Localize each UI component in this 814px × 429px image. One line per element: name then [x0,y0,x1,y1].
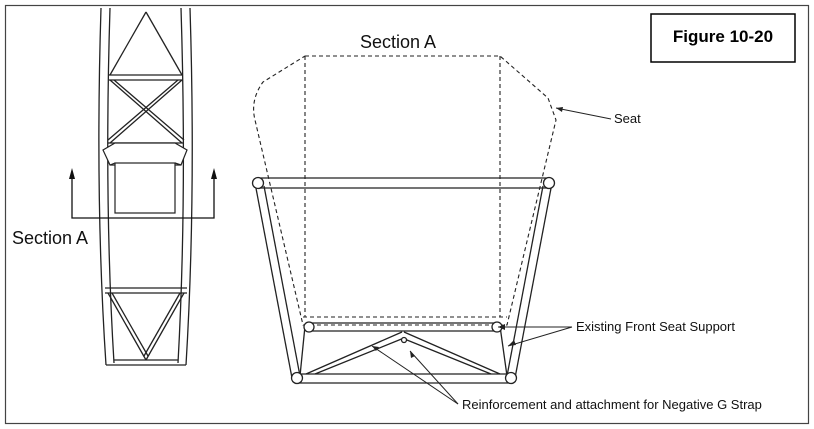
section-cut-line [71,178,215,219]
section-arrow-right-icon [211,168,217,179]
leader-arrow-reinf-2-icon [410,351,415,358]
figure-label-box: Figure 10-20 [650,13,796,63]
section-label-top: Section A [360,32,436,52]
outer-frame [4,4,810,425]
leader-lines [371,107,612,405]
section-arrow-left-icon [69,168,75,179]
front-seat-support-label: Existing Front Seat Support [576,319,735,334]
figure-label: Figure 10-20 [673,27,773,46]
leader-arrow-support-2-icon [508,340,516,346]
reinforcement-label: Reinforcement and attachment for Negativ… [462,397,762,412]
leader-arrow-seat-icon [556,107,563,112]
seat-label: Seat [614,111,641,126]
seat-top-view [102,142,188,214]
seat-outline-dashed [253,55,557,326]
seat-frame [251,176,556,385]
leader-arrow-support-1-icon [498,324,505,330]
leader-arrow-reinf-1-icon [372,346,379,351]
section-label-left: Section A [12,228,88,248]
